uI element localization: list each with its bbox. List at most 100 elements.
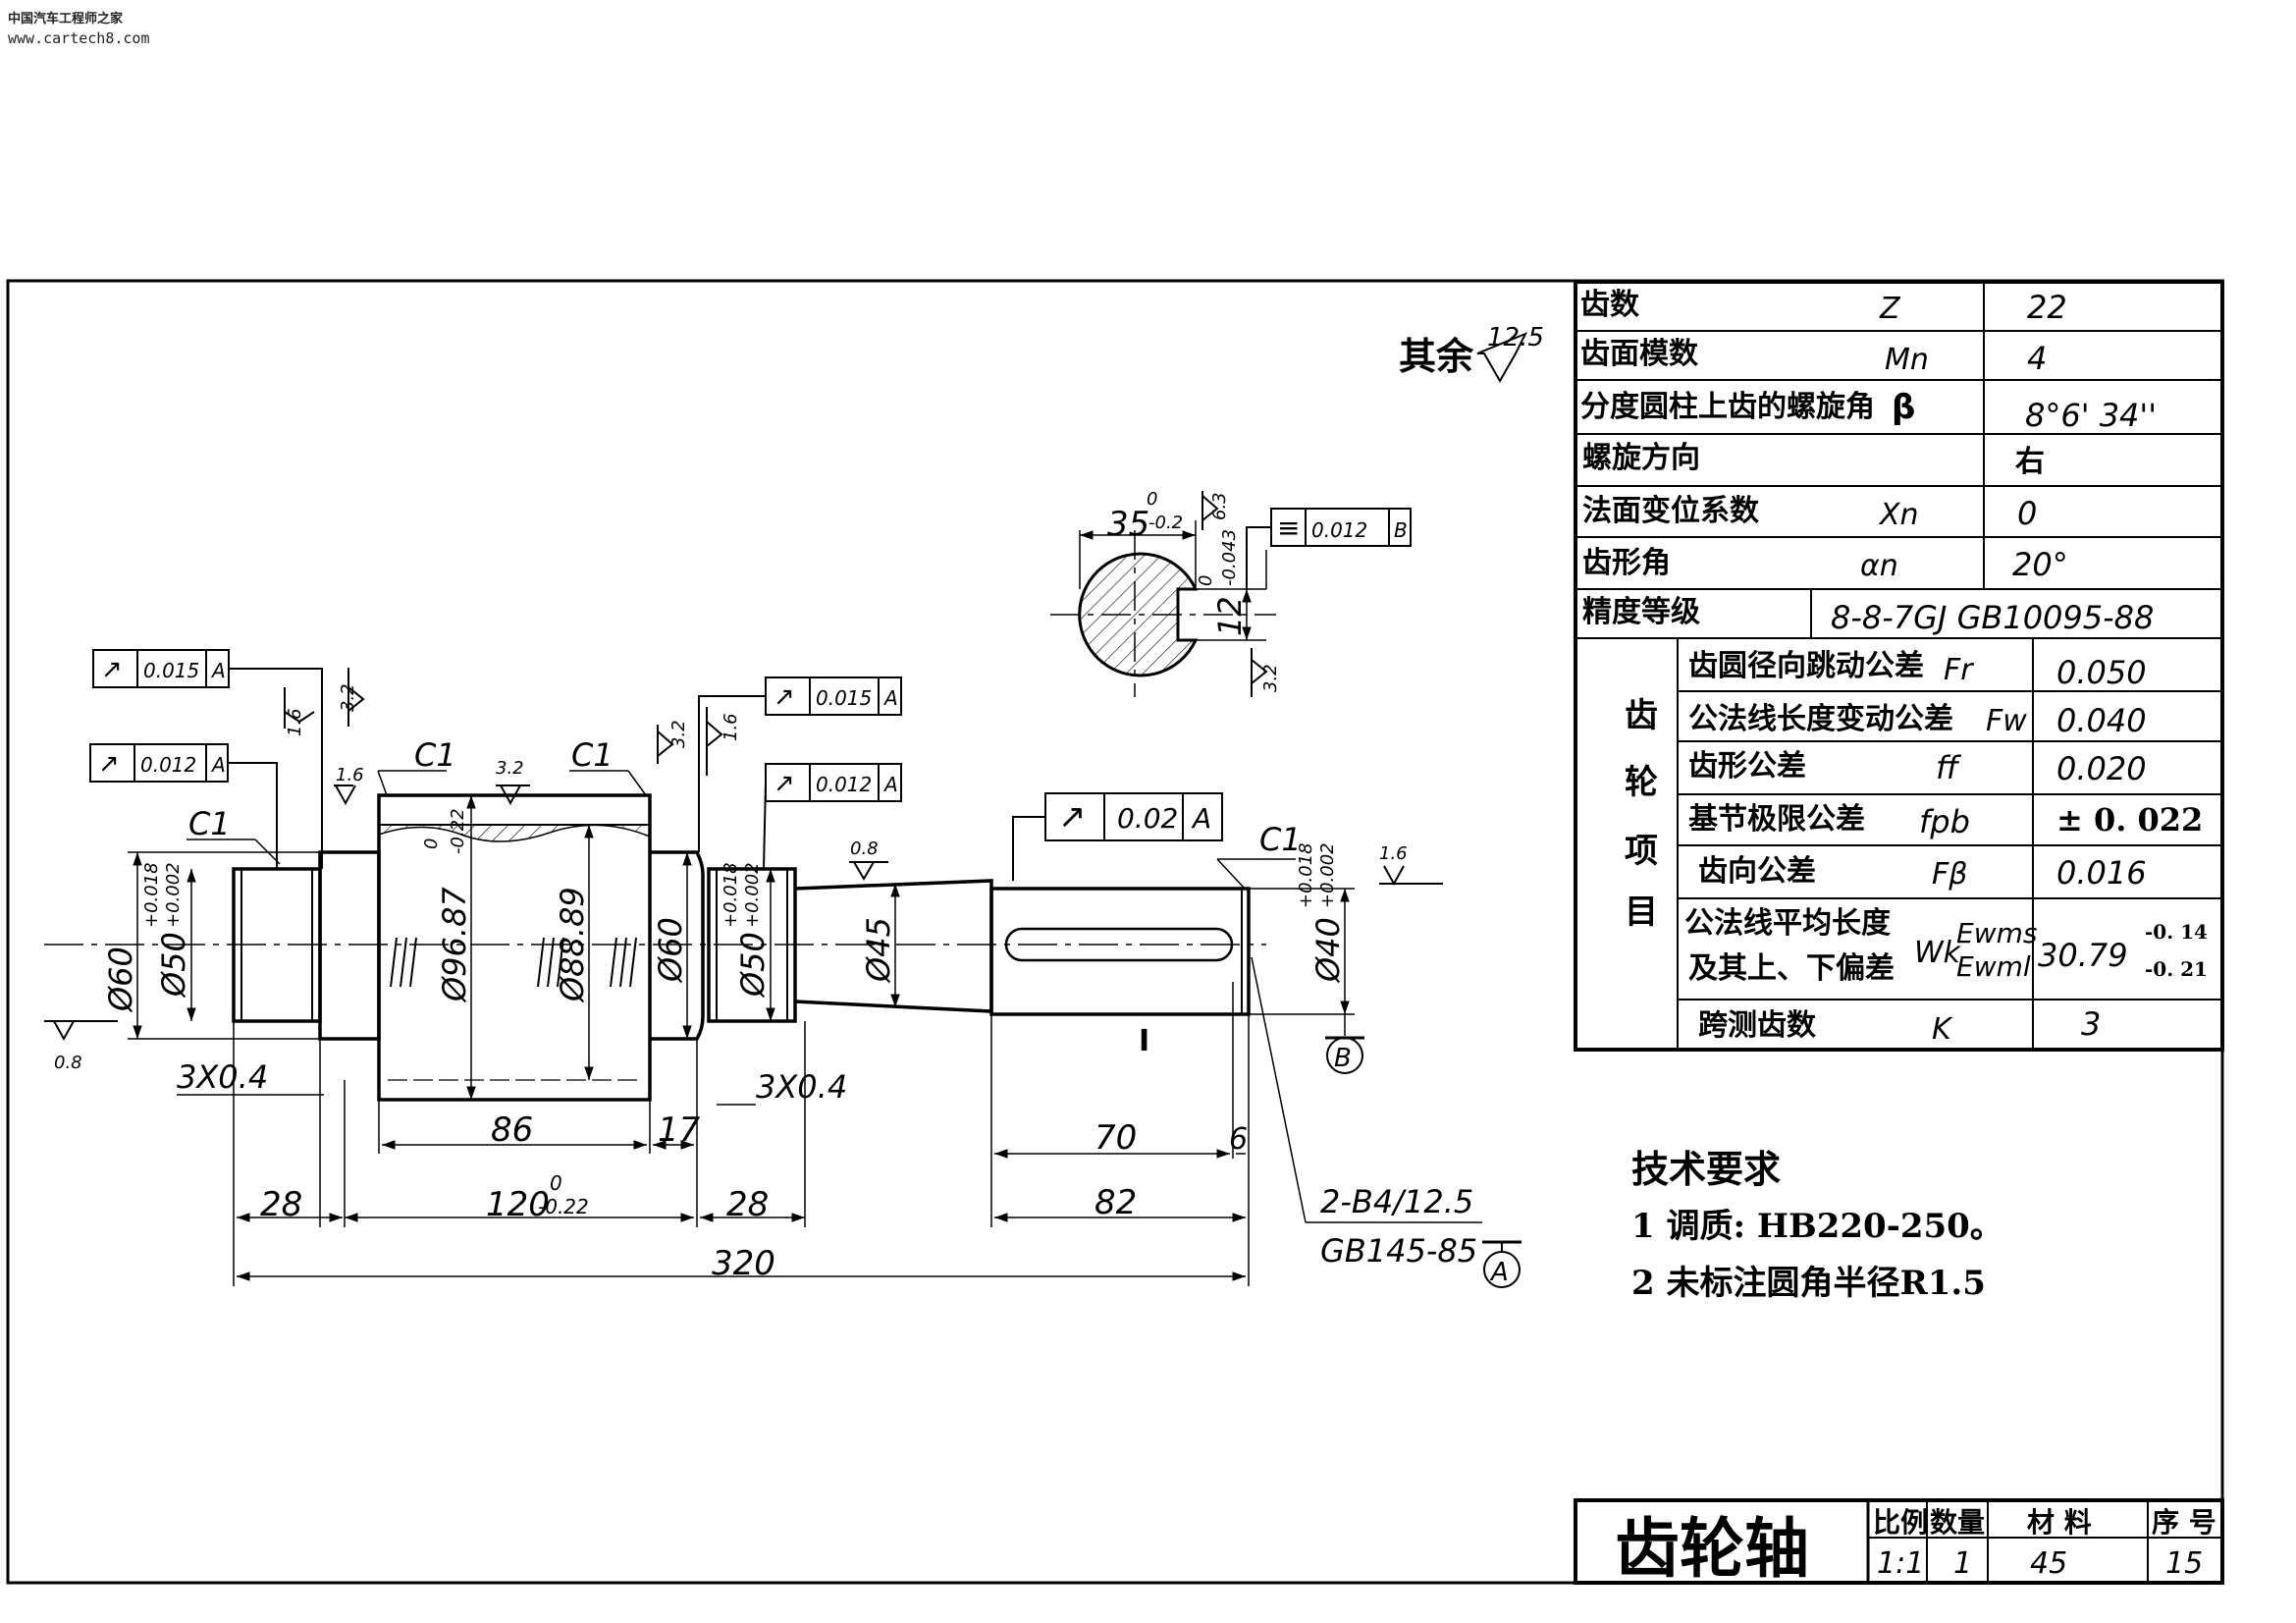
param-rows: 齿数 Z 22 齿面模数 Mn 4 分度圆柱上齿的螺旋角 β 8°6' 34''… — [1580, 288, 2208, 1047]
param-value-shift: 0 — [2017, 495, 2037, 532]
roughness-mark-2: 1.6 — [285, 708, 305, 736]
tol-frame-6-symbol: ≡ — [1277, 512, 1300, 544]
tech-item-1: 1 调质: HB220-250。 — [1631, 1207, 2003, 1246]
roughness-value: 12.5 — [1487, 323, 1544, 352]
dia-40: Ø40 — [1309, 917, 1347, 984]
tb-header-material: 材 料 — [2027, 1506, 2092, 1539]
param-label-helix-direction: 螺旋方向 — [1582, 441, 1700, 475]
tb-header-serial: 序 号 — [2152, 1506, 2216, 1539]
tech-requirements: 技术要求 1 调质: HB220-250。 2 未标注圆角半径R1.5 — [1631, 1148, 2003, 1303]
param-symbol-helix-angle: β — [1892, 388, 1915, 427]
roughness-mark-9: 1.6 — [1379, 843, 1408, 864]
tol-frame-5-symbol: ↗ — [1058, 797, 1087, 837]
chamfer-4: C1 — [1259, 821, 1302, 858]
dia-60-right: Ø60 — [652, 917, 689, 984]
tol-frame-5-value: 0.02 — [1117, 802, 1178, 835]
wk-upper: -0. 14 — [2145, 920, 2208, 944]
dim-6: 6 — [1229, 1122, 1248, 1157]
roughness-prefix: 其余 — [1399, 335, 1474, 378]
tol-frame-4-symbol: ↗ — [774, 769, 795, 798]
tol-frame-1-datum: A — [210, 659, 226, 682]
dimension-texts: 28 120 0 -0.22 28 320 86 17 70 6 82 3X0.… — [102, 736, 1477, 1283]
sub-label-fr: 齿圆径向跳动公差 — [1688, 649, 1924, 683]
param-value-module: 4 — [2027, 340, 2047, 377]
shaft-view — [44, 793, 1266, 1102]
param-label-helix-angle: 分度圆柱上齿的螺旋角 — [1580, 390, 1875, 424]
dim-320: 320 — [712, 1244, 775, 1283]
dia-60-left: Ø60 — [102, 947, 139, 1013]
wk-value: 30.79 — [2038, 937, 2128, 974]
sub-symbol-ff: ff — [1936, 749, 1962, 786]
wk-label-2: 及其上、下偏差 — [1688, 951, 1895, 986]
sub-value-fw: 0.040 — [2056, 702, 2147, 739]
roughness-values: 0.8 1.6 3.2 1.6 3.2 3.2 1.6 0.8 1.6 6.3 … — [54, 492, 1408, 1073]
key-width-tol-up: 0 — [1147, 489, 1157, 510]
center-hole: 2-B4/12.5 — [1320, 1183, 1473, 1220]
tol-frame-1-symbol: ↗ — [101, 655, 123, 684]
group-label-1: 齿 — [1625, 696, 1658, 735]
param-symbol-module: Mn — [1885, 343, 1929, 377]
sub-value-fpb: ± 0. 022 — [2056, 801, 2203, 839]
sub-label-fbeta: 齿向公差 — [1698, 854, 1816, 889]
roughness-mark-11: 3.2 — [1260, 664, 1281, 692]
dim-28-right: 28 — [726, 1185, 769, 1224]
wk-symbol-upper: Ewms — [1956, 917, 2037, 949]
dia-50-left-tol-up: +0.018 — [141, 862, 162, 928]
dim-28-left: 28 — [260, 1185, 302, 1224]
dim-120-tol-up: 0 — [550, 1171, 562, 1195]
key-slot-tol-up: 0 — [1196, 575, 1216, 586]
key-width-tol-low: -0.2 — [1148, 513, 1183, 533]
center-hole-std: GB145-85 — [1320, 1232, 1477, 1270]
tolerance-frames — [89, 508, 1412, 881]
key-slot: 12 — [1211, 596, 1249, 636]
param-symbol-pressure-angle: αn — [1860, 549, 1898, 583]
wk-label-1: 公法线平均长度 — [1684, 906, 1891, 941]
wk-lower: -0. 21 — [2145, 957, 2208, 981]
roughness-mark-7: 1.6 — [721, 713, 741, 741]
tol-frame-2-datum: A — [210, 753, 226, 777]
tech-title: 技术要求 — [1631, 1148, 1781, 1191]
param-value-teeth: 22 — [2027, 289, 2067, 326]
tb-header-scale: 比例 — [1873, 1506, 1928, 1539]
param-label-module: 齿面模数 — [1580, 337, 1699, 371]
dia-96-tol-up: 0 — [421, 839, 442, 849]
dim-120: 120 — [486, 1185, 550, 1224]
datum-markers — [1325, 1036, 1522, 1288]
tb-header-qty: 数量 — [1930, 1506, 1985, 1539]
chamfer-1: C1 — [188, 805, 231, 842]
sub-label-fw: 公法线长度变动公差 — [1688, 702, 1953, 736]
tol-frame-6-value: 0.012 — [1311, 518, 1367, 542]
dia-40-tol-low: +0.002 — [1317, 842, 1338, 908]
roughness-mark-8: 0.8 — [850, 839, 879, 859]
tol-frame-2-value: 0.012 — [140, 753, 196, 777]
part-name: 齿轮轴 — [1615, 1511, 1809, 1587]
shaft-end-40 — [989, 887, 1251, 1016]
sub-symbol-fw: Fw — [1986, 704, 2027, 738]
tol-frame-2-symbol: ↗ — [98, 749, 120, 779]
param-table — [1574, 280, 2224, 1052]
sub-label-fpb: 基节极限公差 — [1688, 802, 1865, 837]
param-label-shift: 法面变位系数 — [1582, 494, 1760, 528]
dia-40-tol-up: +0.018 — [1296, 842, 1316, 908]
dia-96: Ø96.87 — [436, 887, 473, 1003]
sub-symbol-fbeta: Fβ — [1932, 857, 1967, 892]
key-slot-tol-low: -0.043 — [1219, 529, 1240, 586]
left-shoulder — [318, 850, 381, 1041]
param-symbol-teeth: Z — [1879, 292, 1901, 326]
dia-50-left: Ø50 — [155, 932, 192, 999]
chamfer-3: C1 — [571, 736, 614, 774]
param-label-teeth: 齿数 — [1580, 288, 1640, 322]
roughness-mark-5: 3.2 — [496, 758, 524, 779]
keyway-slot — [1004, 927, 1234, 962]
dim-86: 86 — [491, 1110, 533, 1150]
dia-88: Ø88.89 — [554, 887, 591, 1003]
tb-value-serial: 15 — [2165, 1546, 2203, 1581]
roughness-mark-4: 1.6 — [336, 765, 364, 785]
tb-value-qty: 1 — [1953, 1546, 1972, 1581]
sub-value-ff: 0.020 — [2056, 750, 2147, 787]
k-symbol: K — [1932, 1012, 1953, 1047]
dia-45: Ø45 — [860, 917, 897, 984]
param-value-accuracy: 8-8-7GJ GB10095-88 — [1831, 599, 2154, 636]
dia-50-right-tol-low: +0.002 — [742, 862, 763, 928]
